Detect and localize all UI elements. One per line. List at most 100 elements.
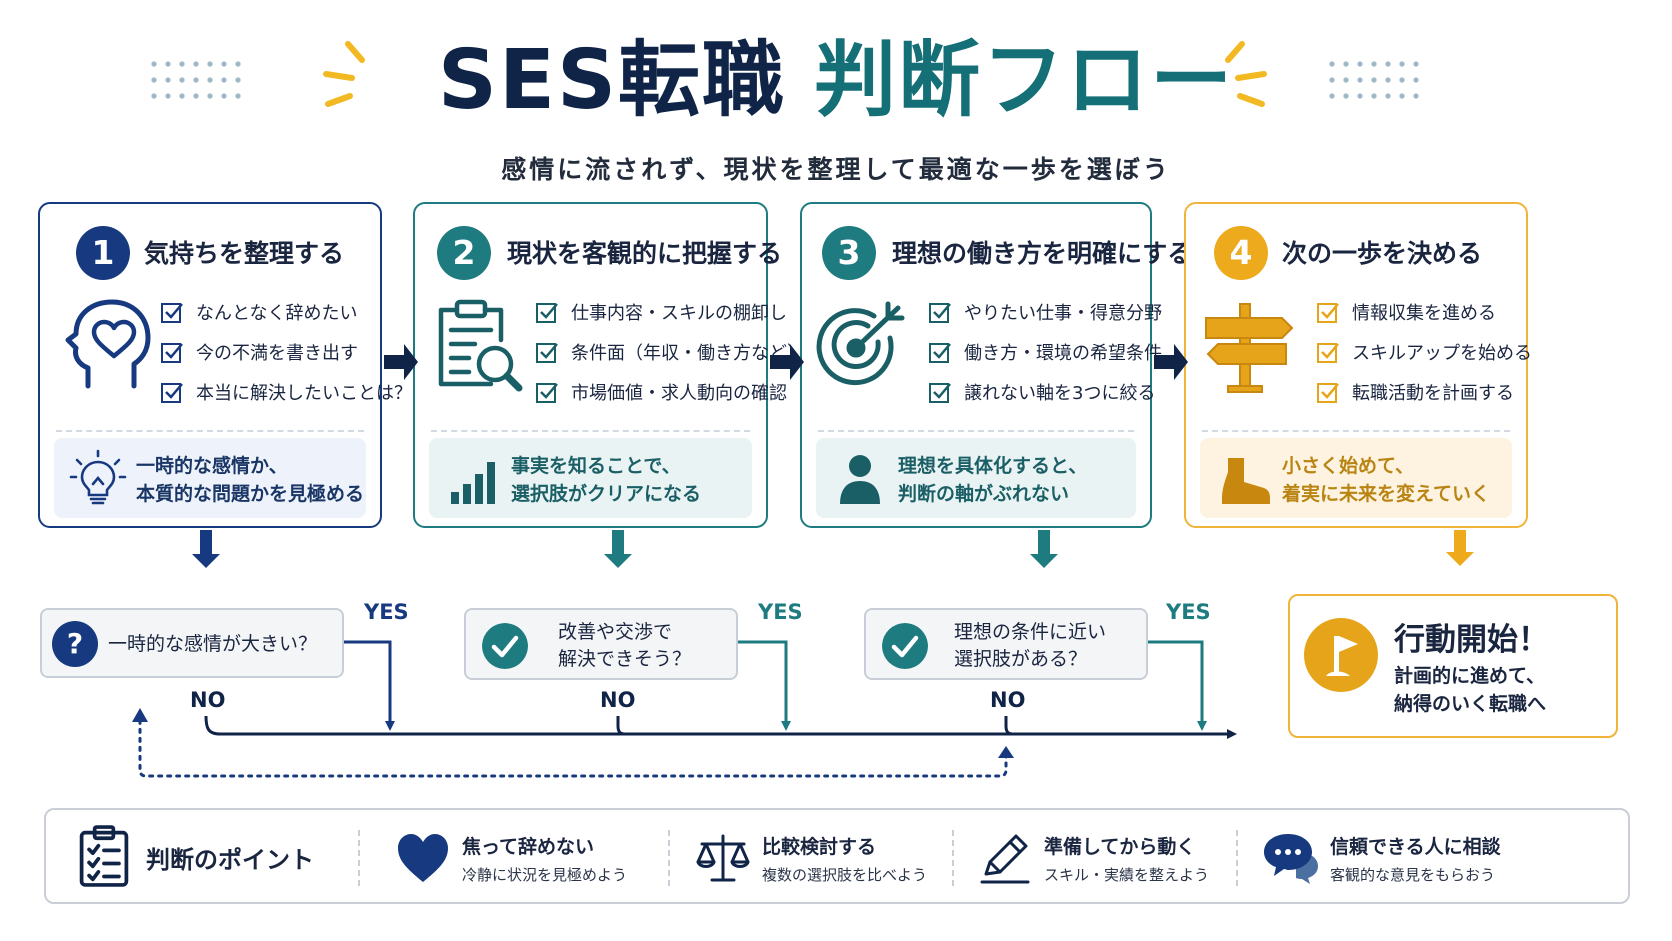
step-number: 4	[1214, 226, 1268, 280]
lightbulb-icon	[69, 449, 127, 505]
step-number: 2	[437, 226, 491, 280]
list-item: 条件面（年収・働き方など）	[535, 340, 805, 380]
no-label: NO	[990, 688, 1026, 712]
checkbox-icon	[536, 303, 558, 323]
list-item: 本当に解決したいことは？	[160, 380, 412, 420]
step-card-1: 1 気持ちを整理する なんとなく辞めたい 今の不満を書き出す 本当に解決したいこ…	[38, 202, 412, 528]
point-item: 比較検討する 複数の選択肢を比べよう	[694, 810, 944, 902]
action-title: 行動開始！	[1394, 622, 1549, 658]
point-item: 焦って辞めない 冷静に状況を見極めよう	[394, 810, 634, 902]
heart-icon	[398, 834, 448, 882]
checkbox-icon	[536, 343, 558, 363]
list-item: 情報収集を進める	[1316, 300, 1532, 340]
decision-text: 一時的な感情が大きい？	[108, 633, 318, 655]
action-start-box: 行動開始！ 計画的に進めて、納得のいく転職へ	[1288, 594, 1618, 738]
divider	[818, 430, 1134, 432]
chat-icon	[1264, 834, 1318, 884]
pencil-icon	[980, 834, 1030, 884]
point-item: 信頼できる人に相談 客観的な意見をもらおう	[1262, 810, 1532, 902]
decision-text: 理想の条件に近い選択肢がある？	[954, 621, 1107, 670]
yes-label: YES	[1166, 600, 1211, 624]
no-label: NO	[600, 688, 636, 712]
note-text: 理想を具体化すると、判断の軸がぶれない	[898, 455, 1088, 505]
checkbox-icon	[161, 303, 183, 323]
head-heart-icon	[65, 299, 151, 389]
page-title: SES転職判断フロー	[0, 33, 1672, 128]
step-note: 事実を知ることで、選択肢がクリアになる	[429, 438, 752, 518]
decision-text: 改善や交渉で解決できそう？	[558, 621, 692, 670]
checkbox-icon	[1317, 303, 1339, 323]
note-text: 事実を知ることで、選択肢がクリアになる	[511, 455, 702, 505]
bar-chart-icon	[451, 462, 495, 504]
point-item: 準備してから動く スキル・実績を整えよう	[976, 810, 1226, 902]
step-title: 現状を客観的に把握する	[507, 239, 783, 268]
step-number: 3	[822, 226, 876, 280]
decision-box-2: 改善や交渉で解決できそう？	[464, 608, 738, 680]
page-subtitle: 感情に流されず、現状を整理して最適な一歩を選ぼう	[501, 155, 1171, 184]
divider	[952, 830, 954, 886]
step-note: 理想を具体化すると、判断の軸がぶれない	[816, 438, 1136, 518]
judgment-points-panel: 判断のポイント 焦って辞めない 冷静に状況を見極めよう 比較検討する 複数の選択…	[44, 808, 1630, 904]
checkbox-icon	[161, 343, 183, 363]
step-note: 小さく始めて、着実に未来を変えていく	[1200, 438, 1512, 518]
checklist: なんとなく辞めたい 今の不満を書き出す 本当に解決したいことは？	[160, 300, 412, 420]
checkbox-icon	[929, 383, 951, 403]
burst-left-icon	[323, 41, 365, 107]
divider	[668, 830, 670, 886]
checkbox-icon	[1317, 383, 1339, 403]
divider	[358, 830, 360, 886]
dot-grid-right	[1329, 61, 1419, 99]
checklist: 情報収集を進める スキルアップを始める 転職活動を計画する	[1316, 300, 1532, 420]
list-item: 今の不満を書き出す	[160, 340, 412, 380]
burst-right-icon	[1225, 41, 1267, 107]
list-item: 転職活動を計画する	[1316, 380, 1532, 420]
list-item: 譲れない軸を3つに絞る	[928, 380, 1162, 420]
check-circle-icon	[482, 623, 528, 669]
flag-icon	[1304, 618, 1378, 692]
checkbox-icon	[536, 383, 558, 403]
checkbox-icon	[929, 303, 951, 323]
step-card-2: 2 現状を客観的に把握する 仕事内容・スキルの棚卸し 条件面（年収・働き方など）…	[413, 202, 805, 528]
scale-icon	[696, 834, 750, 882]
checklist-clipboard-icon	[79, 825, 129, 887]
step-card-3: 3 理想の働き方を明確にする やりたい仕事・得意分野 働き方・環境の希望条件 譲…	[800, 202, 1192, 528]
divider	[56, 430, 364, 432]
step-title: 気持ちを整理する	[144, 239, 345, 268]
no-label: NO	[190, 688, 226, 712]
checklist: 仕事内容・スキルの棚卸し 条件面（年収・働き方など） 市場価値・求人動向の確認	[535, 300, 805, 420]
target-arrow-icon	[816, 301, 905, 386]
step-title: 次の一歩を決める	[1282, 239, 1483, 268]
boot-icon	[1222, 458, 1270, 504]
action-body: 計画的に進めて、納得のいく転職へ	[1394, 665, 1547, 715]
list-item: スキルアップを始める	[1316, 340, 1532, 380]
divider	[431, 430, 750, 432]
divider	[1202, 430, 1510, 432]
list-item: なんとなく辞めたい	[160, 300, 412, 340]
divider	[1236, 830, 1238, 886]
title-accent: 判断フロー	[814, 33, 1235, 128]
yes-label: YES	[758, 600, 803, 624]
list-item: 働き方・環境の希望条件	[928, 340, 1162, 380]
question-icon: ?	[52, 621, 98, 667]
list-item: 市場価値・求人動向の確認	[535, 380, 805, 420]
checkbox-icon	[1317, 343, 1339, 363]
points-title: 判断のポイント	[146, 846, 314, 874]
checkbox-icon	[161, 383, 183, 403]
list-item: 仕事内容・スキルの棚卸し	[535, 300, 805, 340]
note-text: 小さく始めて、着実に未来を変えていく	[1282, 455, 1491, 505]
signpost-icon	[1205, 303, 1294, 393]
list-item: やりたい仕事・得意分野	[928, 300, 1162, 340]
decision-box-1: ? 一時的な感情が大きい？	[40, 608, 344, 678]
check-circle-icon	[882, 623, 928, 669]
clipboard-search-icon	[438, 299, 523, 392]
checklist: やりたい仕事・得意分野 働き方・環境の希望条件 譲れない軸を3つに絞る	[928, 300, 1162, 420]
dot-grid-left	[151, 61, 241, 99]
step-title: 理想の働き方を明確にする	[892, 239, 1193, 268]
checkbox-icon	[929, 343, 951, 363]
decision-box-3: 理想の条件に近い選択肢がある？	[864, 608, 1148, 680]
title-main: SES転職	[437, 33, 787, 128]
step-number: 1	[76, 226, 130, 280]
step-note: 一時的な感情か、本質的な問題かを見極める	[54, 438, 366, 518]
person-icon	[840, 455, 880, 504]
